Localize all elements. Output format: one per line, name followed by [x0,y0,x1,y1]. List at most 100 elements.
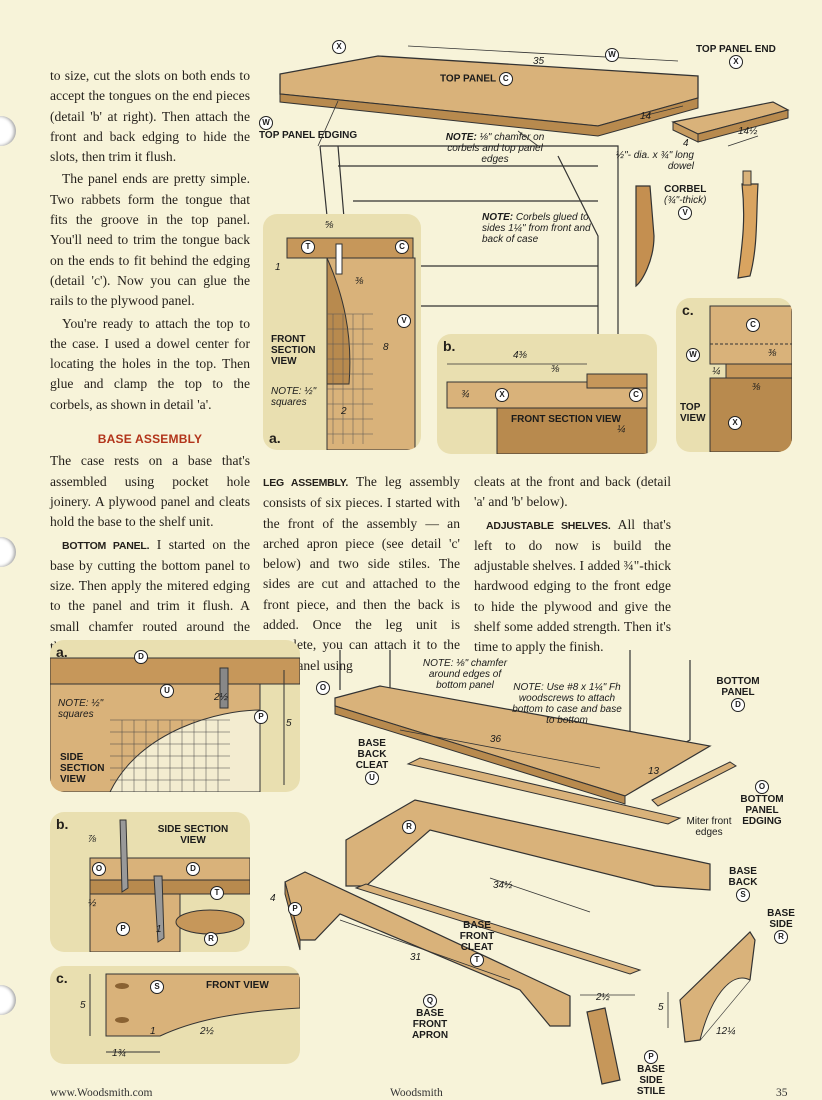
dimension: 1 [150,1026,156,1037]
callout-x: X [495,388,509,402]
label-text: TOP PANEL EDGING [259,130,358,141]
note-miter: Miter front edges [686,816,732,838]
run-in-heading: ADJUSTABLE SHELVES. [486,519,611,532]
base-side-stile [586,1007,621,1085]
bottom-panel-edging [651,761,737,807]
detail-letter: b. [56,816,69,832]
callout-circle: D [134,650,148,664]
dimension: ½ [88,898,97,909]
detail-drawing [446,363,648,454]
detail-letter: a. [56,644,68,660]
callout-circle: T [210,886,224,900]
dimension: 4 [270,893,276,904]
dimension: 2½ [200,1026,214,1037]
callout-circle: W [605,48,619,62]
callout-c: C [629,388,643,402]
callout-r: R [204,932,218,946]
callout-circle: X [728,55,743,69]
dimension: 8 [383,342,389,353]
callout-circle: W [686,348,700,362]
callout-circle: X [332,40,346,54]
view-label: FRONT VIEW [206,980,269,991]
callout-circle: C [498,72,513,86]
callout-u: U [160,684,174,698]
dimension-lines [317,45,759,147]
dimension: 5 [80,1000,86,1011]
callout-p: P [116,922,130,936]
text-column-2: LEG ASSEMBLY. The leg assembly consists … [263,472,460,678]
dimension: ⅜ [768,348,777,359]
bottom-panel [334,685,712,805]
dimension: ⅝ [325,220,334,231]
view-label: SIDE SECTION VIEW [157,824,229,846]
callout-o: O [92,862,106,876]
detail-letter: c. [56,970,68,986]
callout-circle: T [470,953,484,967]
paragraph: LEG ASSEMBLY. The leg assembly consists … [263,472,460,676]
label-text: TOP PANEL [440,73,496,85]
dimension: 12¼ [716,1026,736,1037]
dimension: 4⅜ [513,350,527,361]
dimension: 2 [341,406,347,417]
note-dowel: ½"- dia. x ¾" long dowel [615,150,694,172]
paragraph: cleats at the front and back (detail 'a'… [474,474,671,510]
dimension: ¼ [617,424,626,435]
dimension: 31 [410,952,422,963]
callout-circle: W [259,116,273,130]
dimension: 1¾ [112,1048,126,1059]
note-text: ⅛" chamfer on corbels and top panel edge… [447,132,545,165]
detail-b-side-section: b. SIDE SECTION VIEW ⅞ ½ 1 O D T P R [50,812,250,952]
callout-circle: C [746,318,760,332]
base-exploded-drawing [284,650,756,1085]
callout-p: P [288,902,302,916]
label-text: BASE FRONT CLEAT [459,920,495,953]
note-squares: NOTE: ½" squares [58,698,104,720]
callout-circle: Q [423,994,437,1008]
callout-circle: D [186,862,200,876]
section-heading: BASE ASSEMBLY [97,432,203,447]
callout-circle: P [254,710,268,724]
footer-magazine-name: Woodsmith [390,1087,443,1099]
callout-o: O [316,681,330,695]
detail-letter: c. [682,302,694,318]
dimension: 5 [658,1002,664,1013]
note-chamfer: NOTE: ⅛" chamfer on corbels and top pane… [440,132,550,165]
callout-circle: T [301,240,315,254]
dimension: ⅜ [752,382,761,393]
dimension-14-half: 14½ [738,126,758,137]
callout-circle: C [395,240,409,254]
callout-circle: V [397,314,411,328]
callout-circle: P [288,902,302,916]
dimension: 13 [648,766,660,777]
dimension-14: 14 [640,111,652,122]
note-label: NOTE: [445,132,477,143]
dimension: 1 [156,924,162,935]
binder-hole [0,537,16,567]
run-in-heading: BOTTOM PANEL. [62,539,150,552]
base-front-apron [284,871,571,1027]
callout-circle: D [731,698,745,712]
label-text: BASE SIDE [767,908,795,930]
footer-page-number: 35 [776,1087,788,1099]
note-woodscrews: NOTE: Use #8 x 1¼" Fh woodscrews to atta… [512,682,622,726]
dimension-35: 35 [533,56,545,67]
label-base-front-cleat: BASE FRONT CLEAT T [456,920,498,967]
top-panel [279,55,699,137]
callout-w: W [686,348,700,362]
detail-drawing [286,237,416,450]
binder-hole [0,985,16,1015]
label-top-panel: TOP PANEL C [440,72,513,86]
note-bottom-chamfer: NOTE: ⅛" chamfer around edges of bottom … [422,658,508,691]
paragraph-text: All that's left to do now is build the a… [474,516,672,655]
dimension: ¾ [461,389,470,400]
paragraph: to size, cut the slots on both ends to a… [50,68,250,165]
base-front-cleat [354,883,642,975]
callout-v: V [397,314,411,328]
detail-drawing [709,305,792,452]
